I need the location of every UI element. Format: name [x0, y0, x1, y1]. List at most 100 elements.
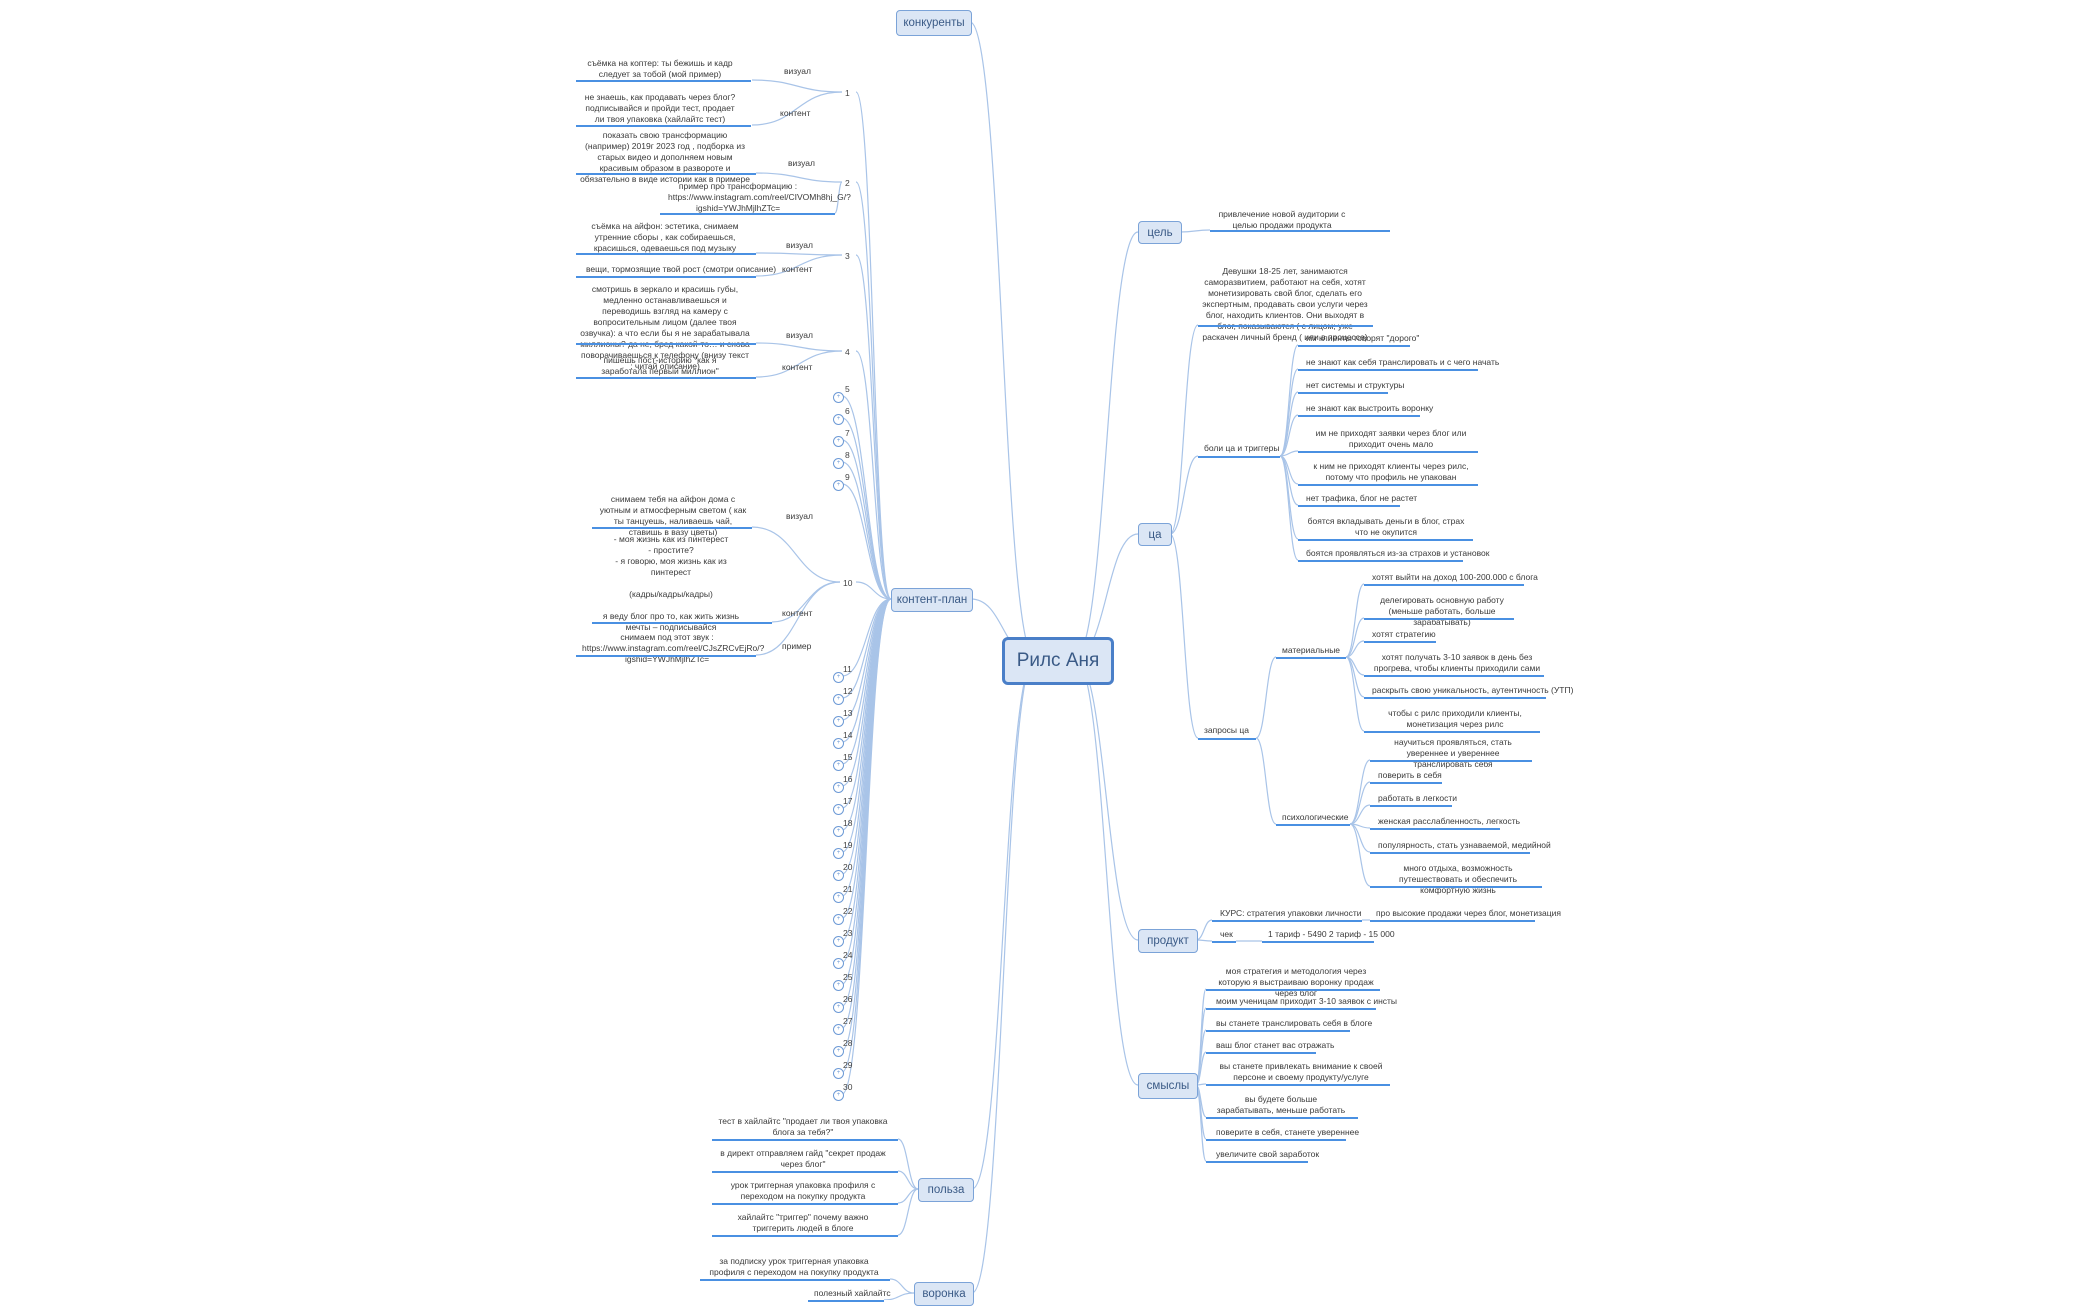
- plan-number: 22: [843, 906, 853, 916]
- expand-icon[interactable]: +: [833, 936, 844, 947]
- plan-number: 13: [843, 708, 853, 718]
- plan-visual-text: съёмка на коптер: ты бежишь и кадр следу…: [587, 58, 733, 79]
- underline: [1206, 1117, 1358, 1119]
- material-item: раскрыть свою уникальность, аутентичност…: [1372, 685, 1574, 695]
- plan-content-text: пишешь пост-историю "как я заработала пе…: [601, 355, 719, 376]
- expand-icon[interactable]: +: [833, 848, 844, 859]
- connector: [751, 526, 841, 583]
- underline: [1370, 852, 1530, 854]
- connector: [1345, 583, 1365, 658]
- underline: [1298, 369, 1478, 371]
- node-meanings[interactable]: смыслы: [1138, 1073, 1198, 1099]
- connector: [889, 1278, 915, 1294]
- expand-icon[interactable]: +: [833, 1046, 844, 1057]
- underline: [1198, 738, 1256, 740]
- underline: [700, 1279, 890, 1281]
- underline: [1212, 941, 1236, 943]
- connector: [755, 342, 843, 352]
- expand-icon[interactable]: +: [833, 458, 844, 469]
- underline: [1370, 760, 1532, 762]
- connector: [755, 254, 843, 277]
- node-benefit[interactable]: польза: [918, 1178, 974, 1202]
- node-product[interactable]: продукт: [1138, 929, 1198, 953]
- connector: [1349, 823, 1371, 887]
- underline: [1298, 345, 1410, 347]
- meaning-item: увеличите свой заработок: [1216, 1149, 1320, 1159]
- plan-visual-text: снимаем тебя на айфон дома с уютным и ат…: [599, 494, 747, 537]
- plan-visual-label: визуал: [786, 330, 813, 340]
- plan-visual-text: показать свою трансформацию (например) 2…: [580, 130, 750, 184]
- expand-icon[interactable]: +: [833, 716, 844, 727]
- expand-icon[interactable]: +: [833, 1090, 844, 1101]
- underline: [1364, 584, 1524, 586]
- pain-item: нет трафика, блог не растет: [1306, 493, 1418, 503]
- expand-icon[interactable]: +: [833, 1068, 844, 1079]
- expand-icon[interactable]: +: [833, 870, 844, 881]
- connector: [855, 181, 892, 600]
- underline: [1298, 415, 1420, 417]
- expand-icon[interactable]: +: [833, 480, 844, 491]
- underline: [712, 1171, 898, 1173]
- plan-number: 21: [843, 884, 853, 894]
- meaning-item: ваш блог станет вас отражать: [1216, 1040, 1335, 1050]
- connector: [897, 1138, 919, 1190]
- underline: [1212, 920, 1362, 922]
- pain-item: боятся вкладывать деньги в блог, страх ч…: [1307, 516, 1465, 537]
- expand-icon[interactable]: +: [833, 1024, 844, 1035]
- expand-icon[interactable]: +: [833, 760, 844, 771]
- expand-icon[interactable]: +: [833, 414, 844, 425]
- plan-number: 17: [843, 796, 853, 806]
- underline: [1298, 560, 1463, 562]
- underline: [576, 655, 756, 657]
- expand-icon[interactable]: +: [833, 672, 844, 683]
- expand-icon[interactable]: +: [833, 958, 844, 969]
- plan-content-label: контент: [782, 264, 813, 274]
- plan-visual-label: визуал: [784, 66, 811, 76]
- connector: [1074, 657, 1139, 1086]
- underline: [1370, 920, 1535, 922]
- node-goal[interactable]: цель: [1138, 221, 1182, 244]
- root-node[interactable]: Рилс Аня: [1002, 637, 1114, 685]
- expand-icon[interactable]: +: [833, 782, 844, 793]
- connector: [1074, 657, 1139, 941]
- material-item: хотят выйти на доход 100-200.000 с блога: [1372, 572, 1538, 582]
- plan-content-text: не знаешь, как продавать через блог? под…: [584, 92, 736, 124]
- expand-icon[interactable]: +: [833, 738, 844, 749]
- expand-icon[interactable]: +: [833, 826, 844, 837]
- expand-icon[interactable]: +: [833, 804, 844, 815]
- expand-icon[interactable]: +: [833, 436, 844, 447]
- connector: [1169, 455, 1199, 535]
- pain-item: боятся проявляться из-за страхов и устан…: [1306, 548, 1490, 558]
- underline: [1210, 230, 1390, 232]
- node-funnel[interactable]: воронка: [914, 1282, 974, 1306]
- node-content-plan[interactable]: контент-план: [891, 588, 973, 612]
- underline: [712, 1139, 898, 1141]
- connector: [755, 581, 841, 656]
- connector: [841, 439, 892, 600]
- node-audience[interactable]: ца: [1138, 523, 1172, 546]
- expand-icon[interactable]: +: [833, 914, 844, 925]
- connector: [897, 1188, 919, 1236]
- underline: [1298, 451, 1478, 453]
- plan-content-text: вещи, тормозящие твой рост (смотри описа…: [586, 264, 777, 274]
- meaning-item: вы станете привлекать внимание к своей п…: [1219, 1061, 1383, 1082]
- node-competitors[interactable]: конкуренты: [896, 10, 972, 36]
- expand-icon[interactable]: +: [833, 892, 844, 903]
- expand-icon[interactable]: +: [833, 694, 844, 705]
- material-item: чтобы с рилс приходили клиенты, монетиза…: [1388, 708, 1522, 729]
- meaning-item: вы станете транслировать себя в блоге: [1216, 1018, 1373, 1028]
- connector: [1345, 617, 1365, 658]
- connector: [755, 172, 843, 183]
- plan-number: 19: [843, 840, 853, 850]
- product-course-detail: про высокие продажи через блог, монетиза…: [1376, 908, 1561, 918]
- expand-icon[interactable]: +: [833, 392, 844, 403]
- plan-visual-label: визуал: [786, 511, 813, 521]
- psych-item: популярность, стать узнаваемой, медийной: [1378, 840, 1551, 850]
- underline: [1206, 1161, 1308, 1163]
- material-item: делегировать основную работу (меньше раб…: [1380, 595, 1504, 627]
- connector: [1255, 737, 1277, 825]
- connector: [1179, 229, 1211, 233]
- expand-icon[interactable]: +: [833, 1002, 844, 1013]
- expand-icon[interactable]: +: [833, 980, 844, 991]
- benefit-item: хайлайтс "триггер" почему важно триггери…: [737, 1212, 869, 1233]
